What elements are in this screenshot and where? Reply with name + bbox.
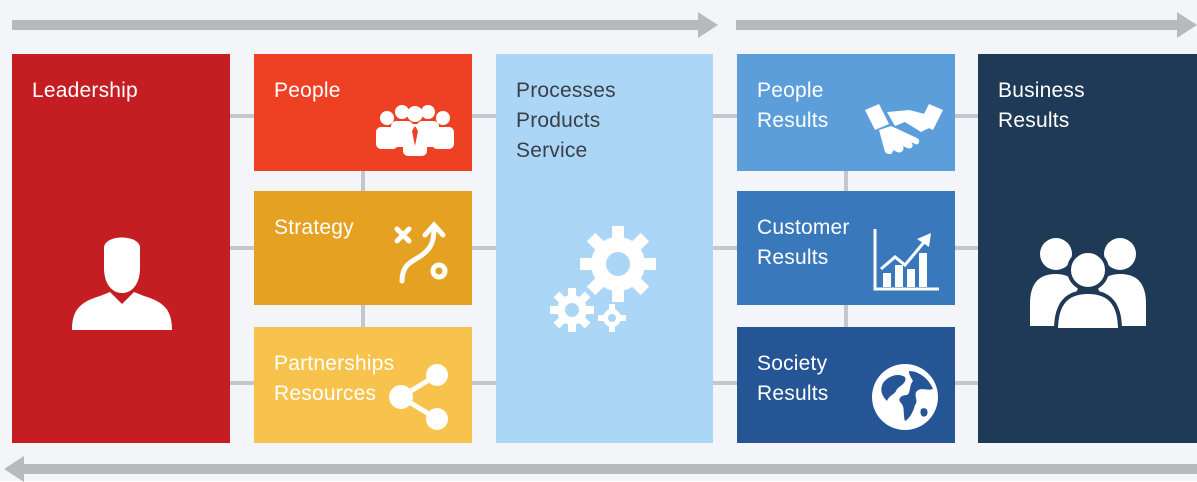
people-results-label: People Results [757, 76, 828, 136]
connector [955, 381, 978, 385]
person-icon [70, 230, 174, 332]
society-results-label-line: Results [757, 382, 829, 405]
partnerships-label-line: Partnerships [274, 352, 395, 375]
business-results-label-line: Business [998, 79, 1085, 102]
connector [472, 381, 496, 385]
connector [472, 114, 496, 118]
connector [713, 246, 738, 250]
feedback-flow-arrow [4, 456, 1197, 482]
team-icon [374, 102, 456, 158]
leadership-label-line: Leadership [32, 79, 138, 102]
growth-chart-icon [871, 227, 941, 293]
customer-results-label-line: Results [757, 246, 829, 269]
connector [713, 381, 738, 385]
share-network-icon [387, 363, 453, 431]
customer-results-box: Customer Results [737, 191, 955, 305]
people-box: People [254, 54, 472, 171]
people-results-box: People Results [737, 54, 955, 171]
customer-results-label: Customer Results [757, 213, 850, 273]
processes-label: Processes Products Service [516, 76, 616, 166]
processes-label-line: Service [516, 139, 588, 162]
globe-icon [869, 361, 941, 433]
processes-label-line: Processes [516, 79, 616, 102]
connector [230, 114, 256, 118]
strategy-label: Strategy [274, 213, 354, 243]
connector [361, 305, 365, 327]
partnerships-label: Partnerships Resources [274, 349, 394, 409]
business-results-box: Business Results [978, 54, 1197, 443]
partnerships-label-line: Resources [274, 382, 377, 405]
strategy-label-line: Strategy [274, 216, 354, 239]
leadership-label: Leadership [32, 76, 138, 106]
gears-icon [548, 222, 660, 334]
connector [844, 305, 848, 327]
processes-box: Processes Products Service [496, 54, 713, 443]
connector [955, 246, 978, 250]
people-label-line: People [274, 79, 341, 102]
strategy-box: Strategy [254, 191, 472, 305]
business-results-label-line: Results [998, 109, 1070, 132]
people-results-label-line: Results [757, 109, 829, 132]
partnerships-box: Partnerships Resources [254, 327, 472, 443]
handshake-icon [865, 102, 943, 160]
enablers-flow-arrow [12, 12, 718, 38]
people-results-label-line: People [757, 79, 824, 102]
connector [230, 246, 256, 250]
group-icon [1028, 230, 1148, 330]
connector [844, 171, 848, 191]
connector [230, 381, 256, 385]
customer-results-label-line: Customer [757, 216, 850, 239]
connector [361, 171, 365, 191]
business-results-label: Business Results [998, 76, 1085, 136]
society-results-label-line: Society [757, 352, 828, 375]
connector [713, 114, 738, 118]
results-flow-arrow [736, 12, 1197, 38]
strategy-path-icon [392, 221, 454, 287]
leadership-box: Leadership [12, 54, 230, 443]
society-results-label: Society Results [757, 349, 828, 409]
processes-label-line: Products [516, 109, 601, 132]
people-label: People [274, 76, 341, 106]
society-results-box: Society Results [737, 327, 955, 443]
connector [955, 114, 978, 118]
connector [472, 246, 496, 250]
